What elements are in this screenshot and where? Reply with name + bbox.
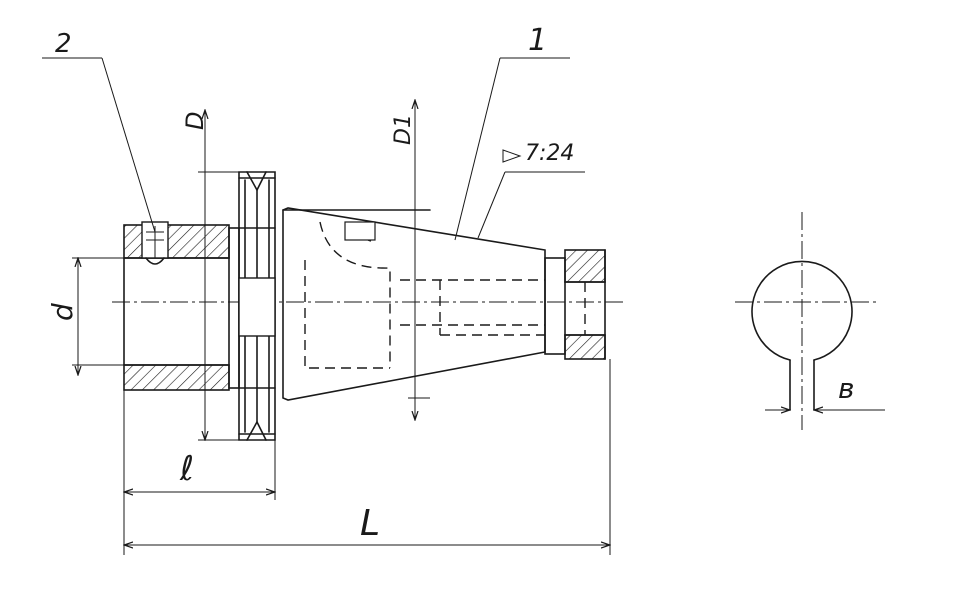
nut-bottom-section bbox=[123, 364, 230, 391]
dimensions bbox=[72, 100, 610, 555]
cross-section-view bbox=[735, 212, 885, 430]
label-D: D bbox=[181, 112, 209, 130]
label-d: d bbox=[46, 303, 79, 321]
nut-top-section bbox=[123, 224, 230, 259]
taper-shank bbox=[282, 207, 546, 401]
label-part-1: 1 bbox=[528, 23, 547, 58]
stud-top-section bbox=[564, 249, 606, 283]
taper-triangle-icon bbox=[502, 149, 522, 163]
stud-bottom-section bbox=[564, 334, 606, 360]
label-b: в bbox=[838, 372, 855, 405]
tool-holder-side-view bbox=[112, 171, 625, 441]
label-l: ℓ bbox=[179, 449, 194, 489]
label-D1: D1 bbox=[391, 114, 416, 145]
leaders bbox=[42, 57, 585, 241]
leader-taper bbox=[477, 171, 506, 239]
pull-stud bbox=[544, 249, 606, 360]
label-L: L bbox=[360, 503, 380, 544]
collet-nut bbox=[123, 221, 230, 391]
leader-2 bbox=[101, 57, 156, 233]
label-part-2: 2 bbox=[55, 29, 72, 59]
section-circle bbox=[751, 260, 853, 361]
leader-1 bbox=[454, 57, 501, 241]
label-taper: 7:24 bbox=[525, 141, 574, 166]
flange bbox=[228, 171, 276, 441]
